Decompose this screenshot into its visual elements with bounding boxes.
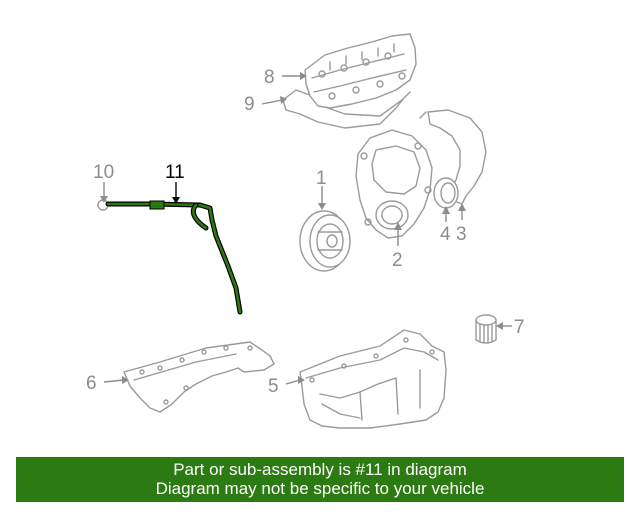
callout-3: 3	[456, 224, 467, 245]
callout-arrowheads	[100, 72, 503, 384]
harmonic-balancer	[299, 210, 351, 272]
callout-5: 5	[268, 376, 279, 397]
callout-1: 1	[316, 168, 327, 189]
callout-6: 6	[86, 373, 97, 394]
timing-cover	[355, 129, 433, 239]
front-seal	[433, 177, 459, 209]
callout-4: 4	[440, 224, 451, 245]
callout-labels: 1 2 3 4 5 6 7 8 9 10 11	[86, 67, 525, 397]
callout-11: 11	[165, 162, 185, 183]
callout-9: 9	[244, 94, 255, 115]
callout-10: 10	[93, 162, 114, 183]
banner-line-2: Diagram may not be specific to your vehi…	[155, 479, 485, 498]
info-banner: Part or sub-assembly is #11 in diagram D…	[16, 457, 624, 502]
valve-cover	[304, 33, 417, 109]
banner-line-1: Part or sub-assembly is #11 in diagram	[173, 460, 467, 479]
oil-dipstick-tube	[97, 199, 243, 315]
oil-pan	[299, 329, 447, 429]
oil-pan-gasket	[123, 341, 275, 413]
callout-8: 8	[264, 67, 275, 88]
callout-7: 7	[514, 317, 525, 338]
callout-2: 2	[392, 250, 403, 271]
timing-cover-gasket	[419, 109, 487, 205]
oil-filter	[475, 314, 497, 344]
